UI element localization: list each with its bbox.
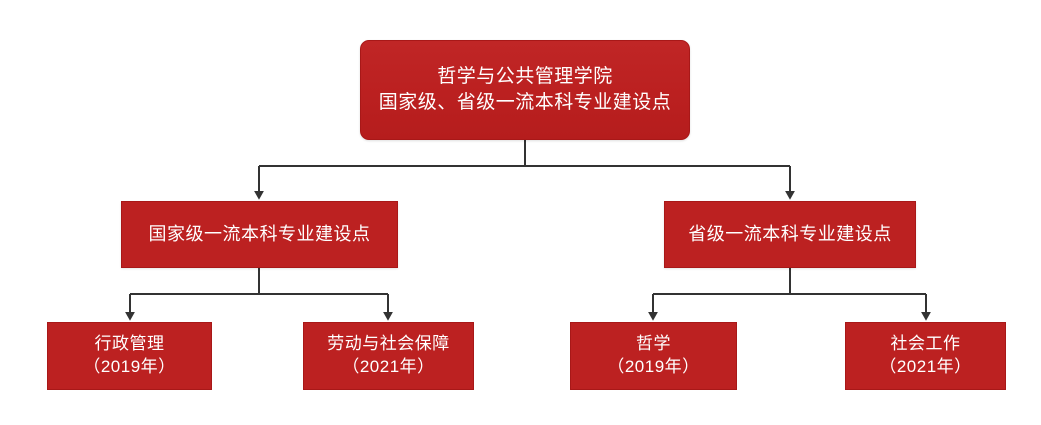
leaf-node-social-work[interactable]: 社会工作 （2021年）: [845, 322, 1006, 390]
level2-node-national[interactable]: 国家级一流本科专业建设点: [121, 201, 398, 268]
root-node[interactable]: 哲学与公共管理学院 国家级、省级一流本科专业建设点: [360, 40, 690, 140]
leaf-node-public-administration[interactable]: 行政管理 （2019年）: [47, 322, 212, 390]
level2-node-provincial[interactable]: 省级一流本科专业建设点: [664, 201, 916, 268]
leaf-node-labor-social-security[interactable]: 劳动与社会保障 （2021年）: [303, 322, 474, 390]
leaf-node-philosophy[interactable]: 哲学 （2019年）: [570, 322, 737, 390]
